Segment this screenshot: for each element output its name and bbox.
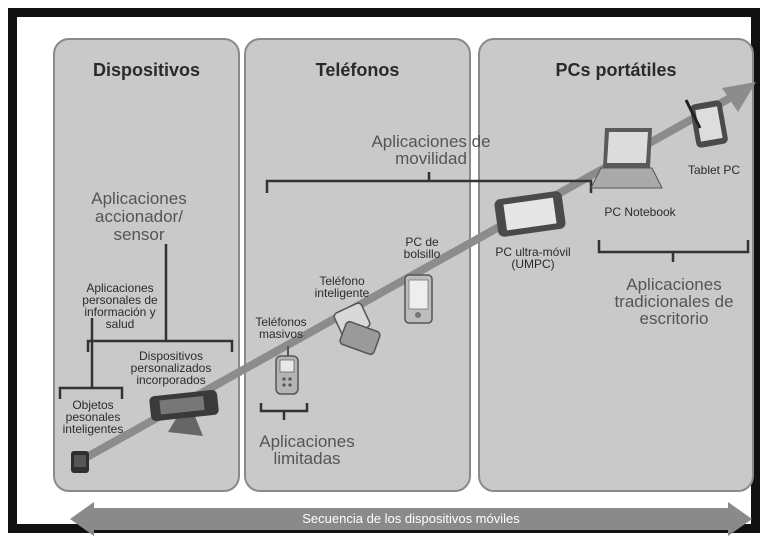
bracket-limitadas	[259, 403, 309, 420]
label-movilidad: Aplicaciones de movilidad	[352, 133, 510, 167]
label-escritorio-line: tradicionales de	[614, 292, 734, 311]
label-personales: Aplicaciones personales de información y…	[68, 282, 172, 330]
label-umpc-line: PC ultra-móvil	[495, 245, 571, 259]
sequence-arrow	[70, 502, 752, 536]
column-title-pcs: PCs portátiles	[555, 60, 677, 80]
label-limitadas-line: limitadas	[273, 449, 341, 468]
label-escritorio: Aplicaciones tradicionales de escritorio	[599, 276, 749, 327]
label-movilidad-line: movilidad	[395, 149, 467, 168]
column-title-dispositivos: Dispositivos	[92, 60, 201, 80]
label-tablet: Tablet PC	[675, 164, 753, 176]
label-incorporados-line: Dispositivos	[138, 349, 204, 363]
sequence-arrow-label: Secuencia de los dispositivos móviles	[302, 511, 520, 526]
label-tablet-line: Tablet PC	[687, 163, 741, 177]
label-actuator-line: accionador/	[95, 206, 183, 226]
label-actuator: Aplicaciones accionador/ sensor	[76, 190, 202, 244]
panel-dispositivos	[53, 38, 240, 492]
label-escritorio-line: escritorio	[639, 309, 709, 328]
label-limitadas: Aplicaciones limitadas	[240, 433, 374, 467]
device-inteligente-icon	[333, 302, 381, 356]
label-notebook: PC Notebook	[592, 206, 688, 218]
device-masivos-icon	[275, 346, 299, 395]
device-objetos-icon	[71, 451, 89, 473]
label-objetos-line: pesonales	[65, 410, 121, 424]
label-personales-line: personales de	[82, 293, 158, 307]
label-umpc: PC ultra-móvil (UMPC)	[483, 246, 583, 270]
column-title-telefonos: Teléfonos	[315, 60, 400, 80]
bracket-escritorio	[597, 240, 750, 262]
label-incorporados-line: incorporados	[136, 373, 206, 387]
label-movilidad-line: Aplicaciones de	[371, 132, 491, 151]
bracket-movilidad	[265, 172, 593, 193]
label-notebook-line: PC Notebook	[604, 205, 676, 219]
label-masivos: Teléfonos masivos	[246, 316, 316, 340]
label-personales-line: salud	[105, 317, 135, 331]
label-bolsillo: PC de bolsillo	[390, 236, 454, 260]
label-bolsillo-line: PC de	[405, 235, 439, 249]
label-masivos-line: Teléfonos	[255, 315, 307, 329]
label-personales-line: información y	[84, 305, 156, 319]
label-bolsillo-line: bolsillo	[403, 247, 441, 261]
label-objetos-line: inteligentes	[62, 422, 124, 436]
label-inteligente: Teléfono inteligente	[302, 275, 382, 299]
label-limitadas-line: Aplicaciones	[259, 432, 355, 451]
label-objetos: Objetos pesonales inteligentes	[55, 399, 131, 435]
device-tablet-icon	[684, 99, 728, 148]
label-inteligente-line: inteligente	[314, 286, 370, 300]
label-umpc-line: (UMPC)	[511, 257, 555, 271]
label-personales-line: Aplicaciones	[86, 281, 154, 295]
label-inteligente-line: Teléfono	[319, 274, 365, 288]
trend-arrowhead	[722, 82, 756, 112]
bracket-incorporados	[86, 339, 234, 352]
label-incorporados: Dispositivos personalizados incorporados	[116, 350, 226, 386]
device-bolsillo-icon	[404, 274, 433, 324]
device-notebook-icon	[590, 128, 663, 189]
device-incorporados-icon	[149, 390, 219, 436]
label-masivos-line: masivos	[258, 327, 303, 341]
device-umpc-icon	[494, 191, 566, 237]
label-incorporados-line: personalizados	[130, 361, 212, 375]
label-escritorio-line: Aplicaciones	[626, 275, 722, 294]
label-objetos-line: Objetos	[72, 398, 114, 412]
label-actuator-line: sensor	[113, 224, 165, 244]
label-actuator-line: Aplicaciones	[91, 189, 187, 208]
